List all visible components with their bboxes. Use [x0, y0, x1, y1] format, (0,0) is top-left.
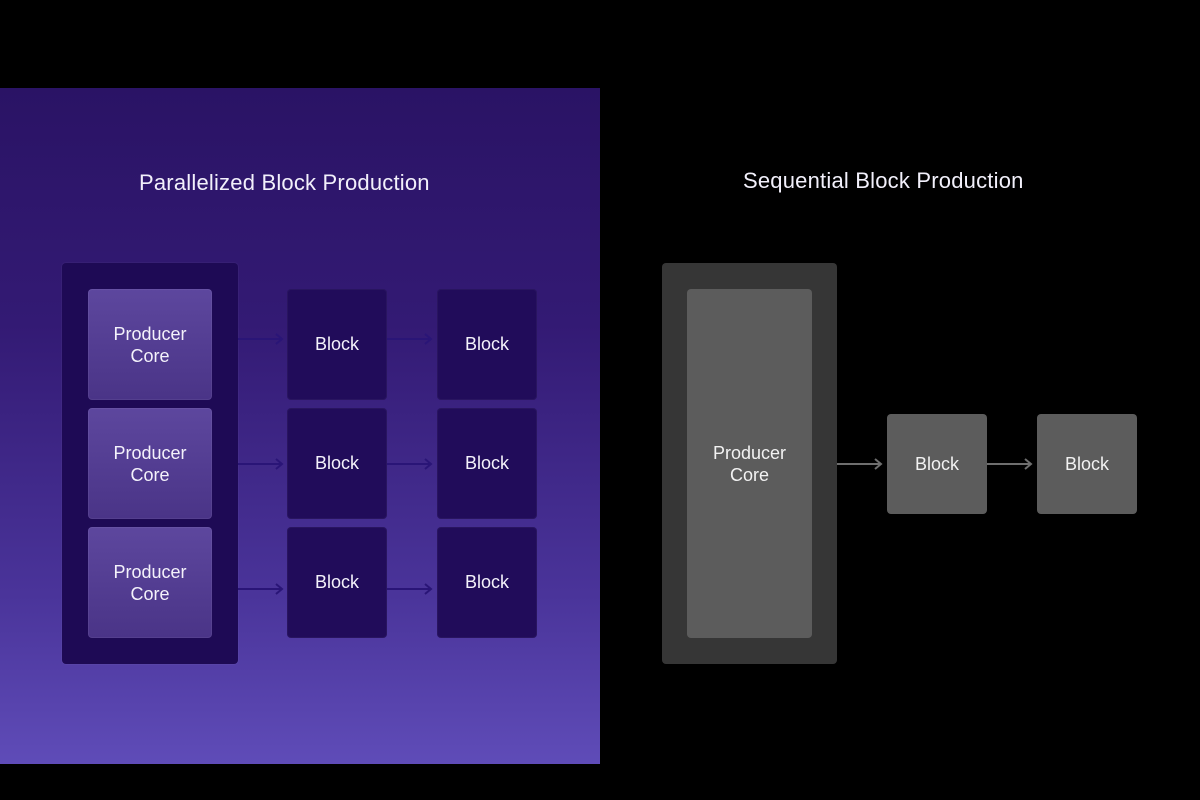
- arrow-right-icon: [387, 333, 433, 345]
- block-label: Block: [314, 572, 359, 592]
- sequential-block: Block: [1037, 414, 1137, 514]
- parallel-producer-core-2: Producer Core: [88, 408, 212, 519]
- core-label-line1: Producer: [113, 323, 187, 344]
- core-label-line2: Core: [130, 583, 170, 604]
- block-label: Block: [464, 572, 509, 592]
- block-label: Block: [914, 453, 959, 474]
- parallel-producer-core-3: Producer Core: [88, 527, 212, 638]
- parallel-title: Parallelized Block Production: [139, 170, 430, 195]
- core-label-line1: Producer: [712, 442, 787, 463]
- sequential-producer-core: Producer Core: [687, 289, 812, 638]
- block-label: Block: [464, 334, 509, 354]
- block-label: Block: [314, 453, 359, 473]
- core-label-line2: Core: [729, 464, 769, 485]
- parallel-producer-core-1: Producer Core: [88, 289, 212, 400]
- arrow-right-icon: [238, 333, 284, 345]
- parallel-block: Block: [287, 408, 387, 519]
- core-label-line2: Core: [130, 345, 170, 366]
- sequential-block: Block: [887, 414, 987, 514]
- parallel-block: Block: [437, 289, 537, 400]
- block-label: Block: [314, 334, 359, 354]
- parallel-block: Block: [437, 527, 537, 638]
- arrow-right-icon: [987, 458, 1033, 470]
- parallel-block: Block: [287, 289, 387, 400]
- arrow-right-icon: [238, 458, 284, 470]
- arrow-right-icon: [238, 583, 284, 595]
- core-label-line1: Producer: [113, 561, 187, 582]
- core-label-line1: Producer: [113, 442, 187, 463]
- sequential-title: Sequential Block Production: [743, 168, 1024, 193]
- block-label: Block: [1064, 453, 1109, 474]
- block-label: Block: [464, 453, 509, 473]
- parallel-block: Block: [437, 408, 537, 519]
- parallel-block: Block: [287, 527, 387, 638]
- core-label-line2: Core: [130, 464, 170, 485]
- arrow-right-icon: [387, 583, 433, 595]
- arrow-right-icon: [837, 458, 883, 470]
- arrow-right-icon: [387, 458, 433, 470]
